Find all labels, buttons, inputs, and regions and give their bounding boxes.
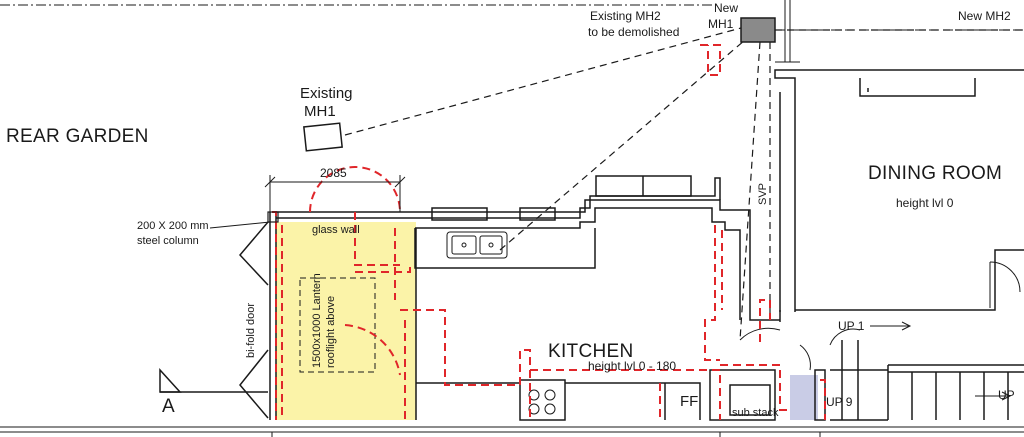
stair-arrows: [870, 321, 1012, 401]
existing-mh1-label-1: Existing: [300, 85, 353, 102]
lantern-label-2: rooflight above: [325, 295, 337, 368]
existing-mh1-icon: [303, 122, 343, 152]
sub-stack-area: [790, 375, 818, 420]
bifold-door-zigzag-lower: [239, 349, 269, 419]
section-marker-label: A: [162, 396, 175, 417]
svp-label: SVP: [757, 182, 769, 205]
rear-garden-label: REAR GARDEN: [6, 126, 149, 147]
ff-label: FF: [680, 393, 699, 410]
new-mh2-label: New MH2: [958, 9, 1011, 23]
column-label-2: steel column: [137, 235, 199, 247]
glass-wall-label: glass wall: [312, 224, 360, 236]
column-leader: [209, 221, 271, 229]
sink-icon: [446, 231, 508, 259]
hob-icon: [528, 389, 556, 415]
bifold-door-zigzag: [238, 221, 269, 286]
up9-label: UP 9: [826, 395, 853, 409]
lantern-label-1: 1500x1000 Lantern: [311, 273, 323, 368]
door-swings: [739, 261, 1021, 371]
existing-mh1-label-2: MH1: [304, 103, 336, 120]
up1-label: UP 1: [838, 319, 865, 333]
up-label: UP: [998, 388, 1015, 402]
dimension-2085-label: 2085: [320, 166, 347, 180]
section-marker-triangle: [159, 368, 182, 393]
building-walls: [269, 69, 1024, 421]
sub-stack-label: sub stack: [732, 407, 779, 419]
new-mh1-label-2: MH1: [708, 17, 734, 31]
drain-runs: [344, 27, 1024, 341]
column-label-1: 200 X 200 mm: [137, 220, 209, 232]
glass-extension-area: [276, 222, 416, 420]
kitchen-label: KITCHEN: [548, 341, 634, 362]
dimension-2085: [264, 175, 406, 212]
dining-height-label: height lvl 0: [896, 196, 954, 210]
steel-column-icon: [267, 211, 279, 223]
new-mh1-label-1: New: [714, 1, 739, 15]
existing-mh2-label-1: Existing MH2: [590, 9, 661, 23]
dining-room-label: DINING ROOM: [868, 163, 1003, 184]
kitchen-height-label: height lvl 0 - 180: [588, 359, 677, 373]
new-mh1-icon: [740, 17, 776, 43]
existing-mh2-label-2: to be demolished: [588, 25, 680, 39]
bifold-door-label: bi-fold door: [245, 302, 257, 358]
lantern-outline: [299, 277, 376, 373]
